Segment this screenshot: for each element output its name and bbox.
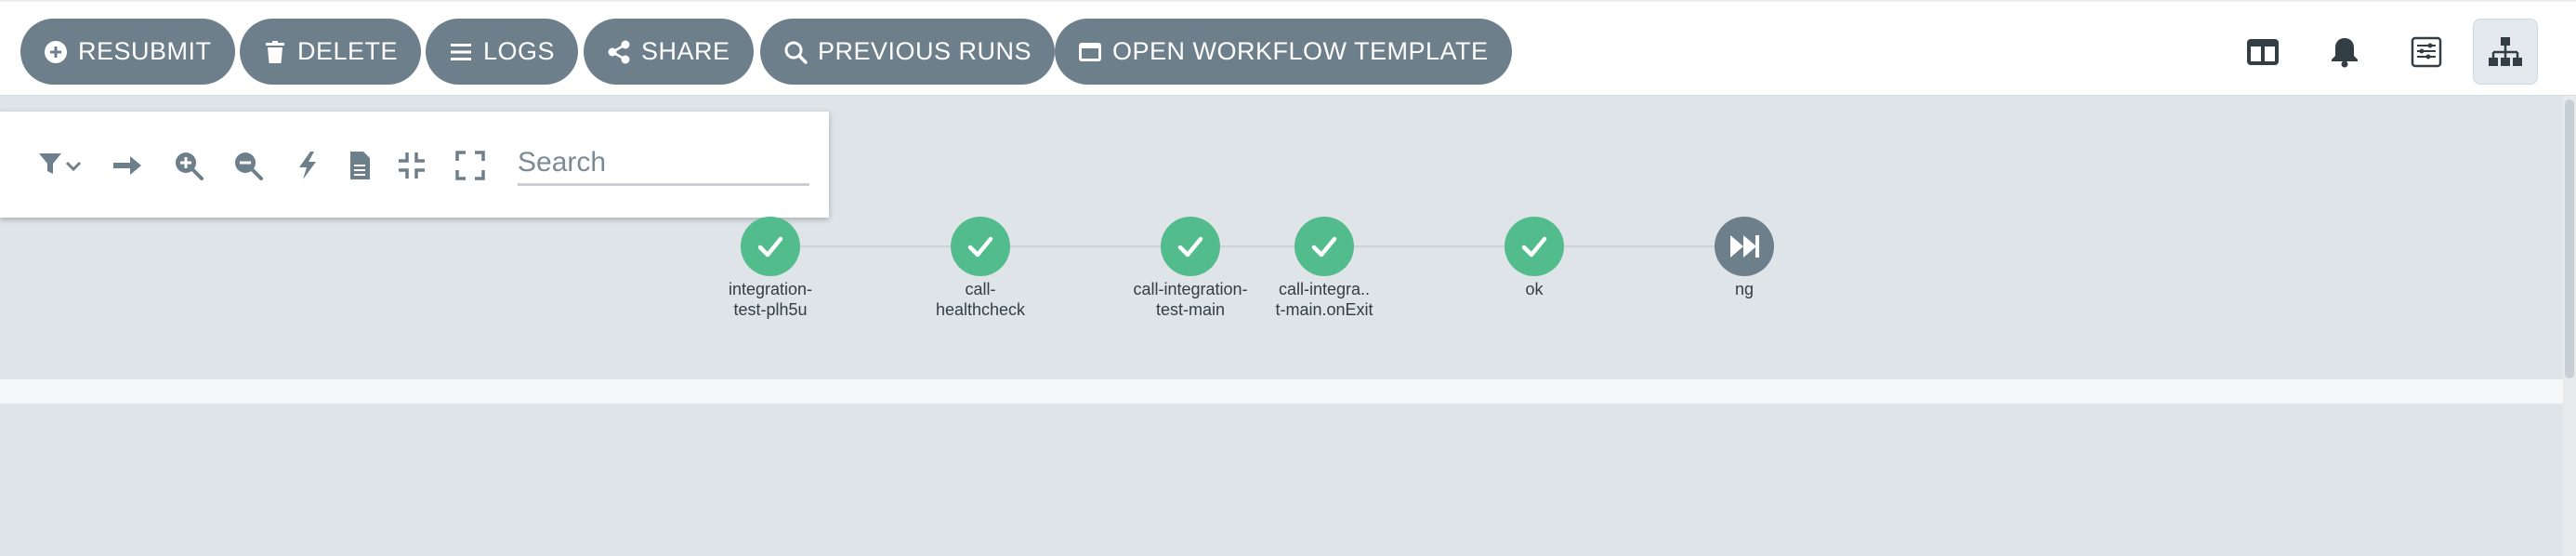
node-label: ok — [1451, 279, 1618, 299]
graph-search-input[interactable] — [518, 141, 809, 186]
graph-node-ok[interactable] — [1505, 217, 1564, 276]
split-panel-button[interactable] — [2230, 19, 2295, 85]
logs-label: LOGS — [483, 37, 556, 65]
share-icon — [607, 40, 631, 64]
direction-arrow-icon — [113, 156, 141, 175]
node-label: call-integra.. t-main.onExit — [1241, 279, 1408, 320]
check-icon — [1521, 236, 1547, 258]
node-label: call-integration-test-main — [1107, 279, 1274, 320]
node-label-line1: call-integra.. — [1278, 280, 1371, 298]
artifacts-button[interactable] — [341, 147, 378, 184]
previous-runs-button[interactable]: PREVIOUS RUNS — [760, 19, 1056, 85]
graph-icon — [2489, 36, 2522, 66]
panel-divider[interactable] — [0, 379, 2563, 404]
fast-forward-icon — [1730, 235, 1759, 258]
document-icon — [350, 152, 370, 179]
notifications-button[interactable] — [2312, 19, 2377, 85]
check-icon — [757, 236, 783, 258]
graph-view-button[interactable] — [2473, 19, 2538, 85]
delete-button[interactable]: DELETE — [240, 19, 422, 85]
check-icon — [1177, 236, 1203, 258]
share-label: SHARE — [641, 37, 730, 65]
previous-runs-label: PREVIOUS RUNS — [818, 37, 1032, 65]
open-workflow-template-label: OPEN WORKFLOW TEMPLATE — [1112, 37, 1489, 65]
graph-node-onexit[interactable] — [1295, 217, 1354, 276]
graph-node-call-integration-test-main[interactable] — [1161, 217, 1220, 276]
search-icon — [783, 40, 808, 64]
split-panel-icon — [2247, 38, 2279, 65]
node-label-line2: test-main — [1155, 300, 1226, 319]
node-label-line2: test-plh5u — [733, 300, 808, 319]
expand-button[interactable] — [452, 147, 489, 184]
check-icon — [967, 236, 993, 258]
expand-icon — [455, 151, 485, 180]
bell-icon — [2332, 37, 2358, 67]
workflow-action-bar: RESUBMIT DELETE LOGS SHARE PREVIOUS RUNS… — [0, 0, 2576, 96]
node-label: integration-test-plh5u — [687, 279, 854, 320]
zoom-out-icon — [235, 152, 263, 180]
graph-node-call-healthcheck[interactable] — [951, 217, 1010, 276]
summary-icon — [2411, 36, 2442, 67]
graph-node-ng[interactable] — [1715, 217, 1774, 276]
node-label-line1: integration- — [728, 280, 813, 298]
node-label: ng — [1661, 279, 1828, 299]
summary-button[interactable] — [2394, 19, 2459, 85]
check-icon — [1311, 236, 1337, 258]
delete-label: DELETE — [297, 37, 399, 65]
resubmit-button[interactable]: RESUBMIT — [20, 19, 235, 85]
graph-node-integration-test[interactable] — [741, 217, 800, 276]
node-label-line1: call-integration- — [1133, 280, 1248, 298]
filter-button[interactable] — [33, 147, 88, 184]
window-icon — [1078, 40, 1102, 64]
graph-toolbox — [0, 112, 829, 218]
resubmit-label: RESUBMIT — [78, 37, 212, 65]
scrollbar-thumb[interactable] — [2565, 99, 2574, 378]
share-button[interactable]: SHARE — [584, 19, 754, 85]
direction-button[interactable] — [109, 147, 146, 184]
trash-icon — [263, 40, 287, 64]
lightning-icon — [299, 152, 316, 179]
vertical-scrollbar[interactable] — [2563, 96, 2576, 556]
zoom-in-icon — [176, 152, 204, 180]
zoom-out-button[interactable] — [230, 147, 267, 184]
logs-button[interactable]: LOGS — [426, 19, 579, 85]
fast-mode-button[interactable] — [289, 147, 326, 184]
open-workflow-template-button[interactable]: OPEN WORKFLOW TEMPLATE — [1055, 19, 1512, 85]
node-label-line2: healthcheck — [935, 300, 1026, 319]
filter-icon — [39, 153, 82, 174]
plus-circle-icon — [44, 40, 68, 64]
node-label-line2: t-main.onExit — [1275, 300, 1373, 319]
node-label-line1: call- — [965, 280, 996, 298]
node-label: call-healthcheck — [897, 279, 1064, 320]
zoom-in-button[interactable] — [170, 147, 207, 184]
node-label-line1: ok — [1525, 280, 1544, 298]
collapse-button[interactable] — [393, 147, 430, 184]
collapse-icon — [399, 152, 425, 179]
list-icon — [449, 40, 473, 64]
node-label-line1: ng — [1734, 280, 1755, 298]
